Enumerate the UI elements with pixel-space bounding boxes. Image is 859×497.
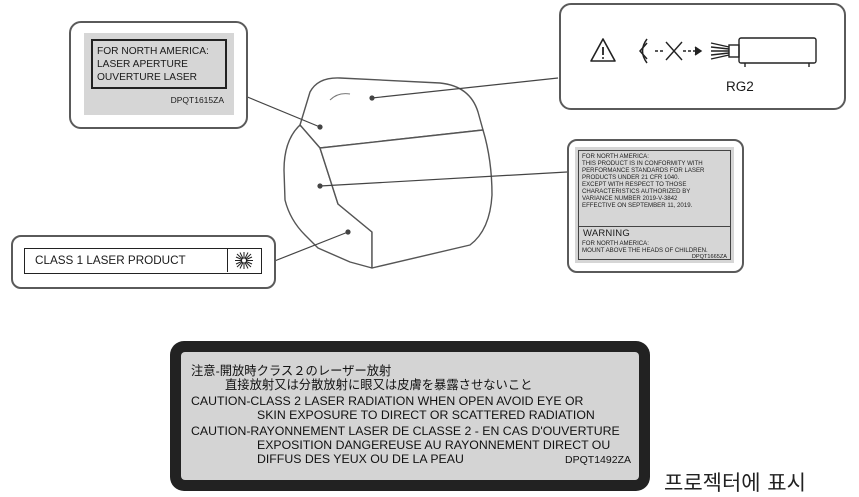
aperture-line: FOR NORTH AMERICA: <box>97 46 209 57</box>
caution-label: 注意-開放時クラス２のレーザー放射 直接放射又は分散放射に眼又は皮膚を暴露させな… <box>170 341 650 491</box>
conformity-line: PERFORMANCE STANDARDS FOR LASER <box>582 167 705 174</box>
aperture-line: OUVERTURE LASER <box>97 72 198 83</box>
conformity-callout: FOR NORTH AMERICA: THIS PRODUCT IS IN CO… <box>567 139 744 273</box>
warning-line: MOUNT ABOVE THE HEADS OF CHILDREN. <box>582 247 708 254</box>
conformity-line: PRODUCTS UNDER 21 CFR 1040. <box>582 174 680 181</box>
conformity-frame: FOR NORTH AMERICA: THIS PRODUCT IS IN CO… <box>578 150 731 260</box>
caution-line: 注意-開放時クラス２のレーザー放射 <box>191 364 392 378</box>
laser-starburst-icon <box>235 252 253 269</box>
conformity-label: FOR NORTH AMERICA: THIS PRODUCT IS IN CO… <box>575 147 734 263</box>
conformity-line: CHARACTERISTICS AUTHORIZED BY <box>582 188 691 195</box>
rg2-text: RG2 <box>726 79 754 94</box>
class1-icon-box <box>227 249 261 272</box>
caution-line: 直接放射又は分散放射に眼又は皮膚を暴露させないこと <box>225 378 533 392</box>
leader-lines <box>244 77 568 263</box>
conformity-line: FOR NORTH AMERICA: <box>582 153 649 160</box>
caption: 프로젝터에 표시 <box>664 471 806 495</box>
aperture-code: DPQT1615ZA <box>170 95 224 105</box>
aperture-framed-text: FOR NORTH AMERICA: LASER APERTURE OUVERT… <box>91 39 227 89</box>
eye-icon <box>639 38 648 64</box>
warning-line: FOR NORTH AMERICA: <box>582 240 649 247</box>
aperture-line: LASER APERTURE <box>97 59 188 70</box>
caution-line: EXPOSITION DANGEREUSE AU RAYONNEMENT DIR… <box>257 438 611 452</box>
aperture-label: FOR NORTH AMERICA: LASER APERTURE OUVERT… <box>84 33 234 115</box>
conformity-line: VARIANCE NUMBER 2019-V-3842 <box>582 195 678 202</box>
projector-icon <box>710 37 817 67</box>
caution-code: DPQT1492ZA <box>565 454 631 466</box>
aperture-callout: FOR NORTH AMERICA: LASER APERTURE OUVERT… <box>69 21 248 129</box>
projector-body <box>283 77 493 269</box>
class1-text: CLASS 1 LASER PRODUCT <box>35 254 186 267</box>
warning-title: WARNING <box>583 228 630 239</box>
warning-triangle-icon <box>590 38 616 62</box>
caution-inner: 注意-開放時クラス２のレーザー放射 直接放射又は分散放射に眼又は皮膚を暴露させな… <box>181 352 639 480</box>
conformity-code: DPQT1665ZA <box>691 254 727 260</box>
caution-line: SKIN EXPOSURE TO DIRECT OR SCATTERED RAD… <box>257 408 595 422</box>
rg2-symbols <box>590 37 817 67</box>
class1-label: CLASS 1 LASER PRODUCT <box>24 248 262 274</box>
caution-line: DIFFUS DES YEUX OU DE LA PEAU <box>257 452 464 466</box>
conformity-divider <box>579 226 730 227</box>
conformity-line: EFFECTIVE ON SEPTEMBER 11, 2019. <box>582 202 693 209</box>
conformity-line: EXCEPT WITH RESPECT TO THOSE <box>582 181 687 188</box>
conformity-line: THIS PRODUCT IS IN CONFORMITY WITH <box>582 160 703 167</box>
class1-callout: CLASS 1 LASER PRODUCT <box>11 235 276 289</box>
caution-line: CAUTION-RAYONNEMENT LASER DE CLASSE 2 - … <box>191 424 620 438</box>
rg2-callout: RG2 <box>559 3 846 110</box>
caution-line: CAUTION-CLASS 2 LASER RADIATION WHEN OPE… <box>191 394 584 408</box>
projector-lens-ring <box>329 93 351 101</box>
prohibited-x-icon <box>655 41 703 61</box>
